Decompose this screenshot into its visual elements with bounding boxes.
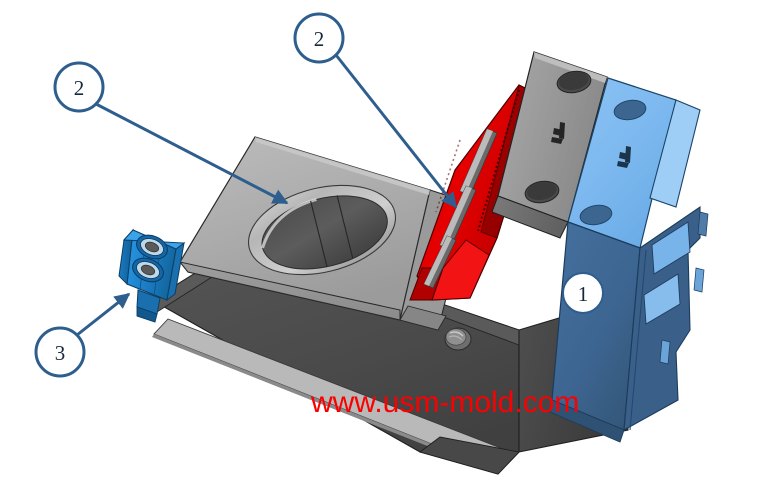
fitting-port-lower (132, 257, 164, 283)
rail-engraved-mark (551, 122, 565, 144)
callout-label: 2 (314, 27, 325, 51)
core-block-tab (649, 99, 701, 208)
rail-hole-upper (556, 70, 592, 94)
callout-3[interactable]: 3 (34, 326, 86, 378)
guide-rail-gray (491, 51, 608, 239)
rail-hole-lower (524, 180, 560, 204)
callout-1[interactable]: 1 (562, 272, 604, 314)
core-hole-lower (579, 204, 613, 226)
callout-leaders (76, 54, 458, 337)
callout-label: 2 (74, 76, 85, 100)
core-block-side-slots (629, 211, 709, 431)
callout-2-left[interactable]: 2 (53, 61, 105, 113)
callout-label: 1 (578, 282, 589, 306)
watermark-text: www.usm-mold.com (310, 386, 579, 419)
slide-cooling-slots (423, 128, 498, 289)
callout-circle[interactable] (53, 61, 105, 113)
mold-base-block (150, 235, 629, 475)
leader-line-callout-2-left (95, 102, 289, 205)
leader-line-callout-3 (76, 292, 131, 337)
hose-fitting (118, 228, 186, 323)
callout-circle[interactable] (562, 272, 604, 314)
callout-circle[interactable] (293, 12, 345, 64)
callout-2-top[interactable]: 2 (293, 12, 345, 64)
cavity-recess (247, 184, 397, 276)
fitting-port-upper (136, 234, 168, 260)
callout-circle[interactable] (34, 326, 86, 378)
ejector-pin-boss (444, 327, 472, 351)
core-engraved-mark (617, 146, 631, 168)
leader-line-callout-2-top (334, 54, 458, 209)
callout-label: 3 (55, 341, 66, 365)
core-hole-upper (613, 99, 647, 121)
core-block-blue (549, 77, 709, 443)
